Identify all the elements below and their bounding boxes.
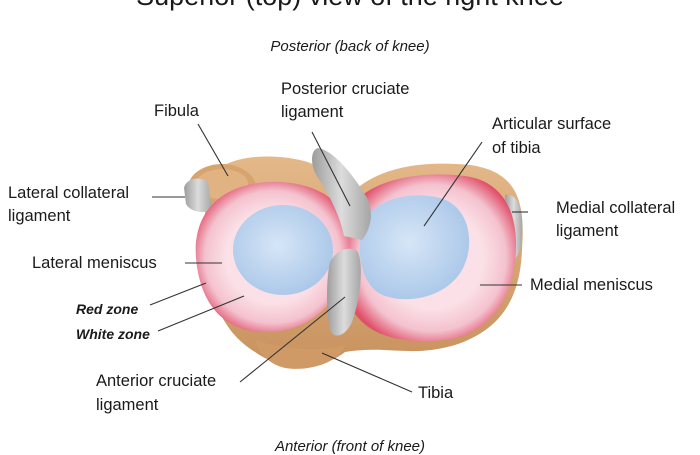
- tibia-label: Tibia: [418, 381, 453, 405]
- posterior-cruciate-label-2: ligament: [281, 100, 343, 124]
- white-zone-label: White zone: [76, 322, 150, 346]
- fibula-label: Fibula: [154, 99, 199, 123]
- anterior-cruciate-label-1: Anterior cruciate: [96, 369, 216, 393]
- red-zone-label: Red zone: [76, 297, 138, 321]
- posterior-cruciate-label-1: Posterior cruciate: [281, 77, 409, 101]
- medial-meniscus-label: Medial meniscus: [530, 273, 653, 297]
- medial-collateral-label-1: Medial collateral: [556, 196, 675, 220]
- lateral-meniscus-label: Lateral meniscus: [32, 251, 157, 275]
- lateral-collateral-ligament: [184, 179, 212, 212]
- lateral-articular-surface: [233, 205, 333, 295]
- lateral-collateral-label-1: Lateral collateral: [8, 181, 129, 205]
- anterior-caption: Anterior (front of knee): [0, 438, 700, 455]
- medial-collateral-label-2: ligament: [556, 219, 618, 243]
- articular-surface-label-2: of tibia: [492, 136, 541, 160]
- anterior-cruciate-label-2: ligament: [96, 393, 158, 417]
- articular-surface-label-1: Articular surface: [492, 112, 611, 136]
- lateral-collateral-label-2: ligament: [8, 204, 70, 228]
